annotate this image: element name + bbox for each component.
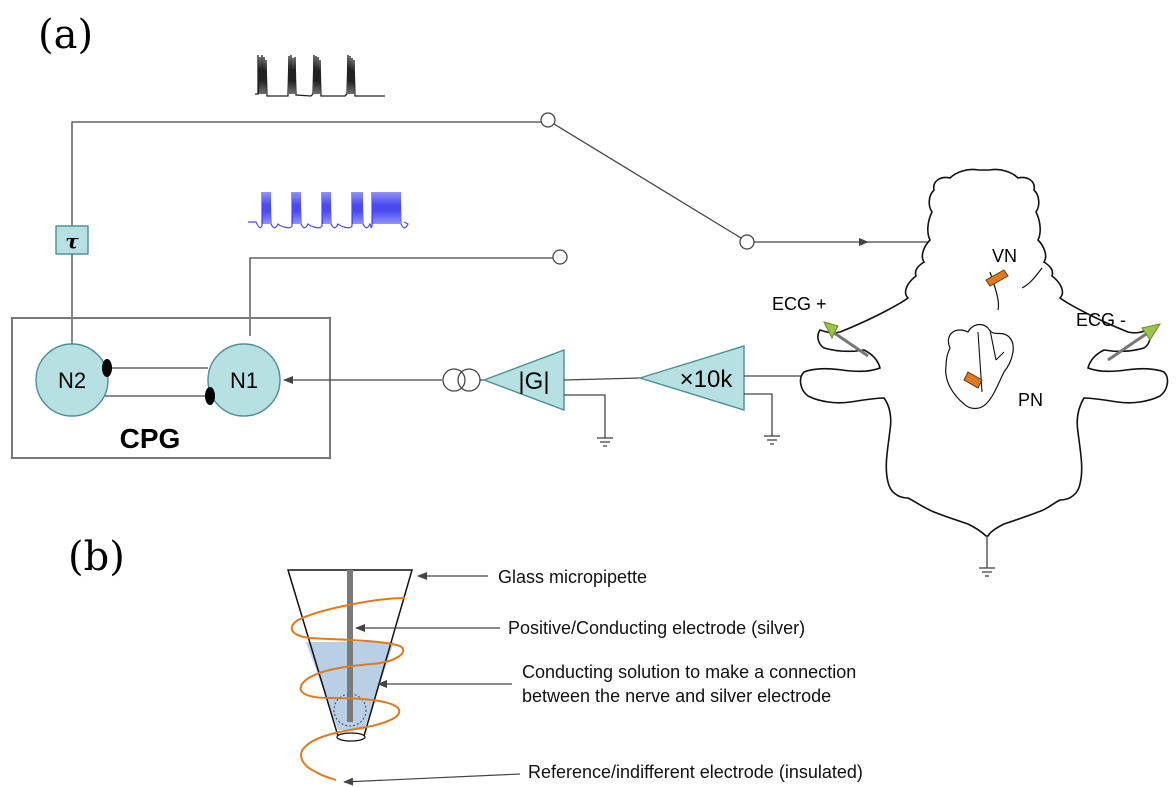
ecg-plus-label: ECG + [772, 294, 827, 314]
ecg-plus-needle [829, 328, 869, 358]
heart-outline [945, 323, 1014, 410]
cpg-label: CPG [120, 423, 181, 454]
switch-contact-bottom[interactable] [552, 249, 568, 265]
inhibitory-synapse-on-n1 [205, 387, 215, 405]
tau-output-wire [71, 121, 542, 226]
n1-output-wire [249, 257, 554, 336]
preamp-ground-wire [744, 393, 773, 436]
right-paw-detail [1021, 267, 1043, 289]
reference-arrow [343, 773, 521, 786]
cpg-box [11, 317, 331, 459]
preamp-to-gain-wire [563, 377, 641, 381]
left-paw-detail [989, 271, 1000, 311]
preamp-ground-icon [764, 435, 780, 445]
preamp-amplifier [637, 345, 745, 411]
neuron-n2[interactable] [35, 343, 109, 417]
vn-label: VN [992, 246, 1017, 266]
gain-ground-icon [597, 437, 613, 447]
gain-ground-wire [564, 394, 606, 438]
switch-contact-top[interactable] [540, 112, 556, 128]
black-spike-trace [255, 54, 385, 97]
switch-lever[interactable] [553, 123, 742, 239]
pn-label: PN [1018, 390, 1043, 410]
preamp-label: ×10k [680, 366, 734, 393]
blue-burst-trace [248, 191, 409, 229]
switch-pivot[interactable] [739, 234, 755, 250]
reference-wire-coil [290, 597, 406, 781]
reference-label: Reference/indifferent electrode (insulat… [528, 762, 863, 782]
pn-electrode-icon [963, 371, 983, 389]
neuron-n1[interactable] [207, 343, 281, 417]
ecg-minus-tip-icon [1141, 323, 1162, 341]
solution-label-line2: between the nerve and silver electrode [522, 686, 831, 706]
ecg-plus-tip-icon [823, 321, 839, 340]
gain-label: |G| [518, 368, 549, 395]
vn-electrode-icon [985, 269, 1009, 287]
nerve-contact-circle [333, 693, 367, 727]
glass-label: Glass micropipette [498, 567, 647, 587]
panel-b-label: (b) [68, 534, 125, 580]
animal-ground-icon [979, 567, 995, 577]
animal-outline [799, 168, 1169, 537]
positive-label: Positive/Conducting electrode (silver) [508, 618, 805, 638]
inhibitory-synapse-on-n2 [102, 359, 112, 377]
ecg-minus-needle [1107, 328, 1153, 362]
pipette-tip-opening [336, 732, 366, 742]
solution-label-line1: Conducting solution to make a connection [522, 662, 856, 682]
panel-a-label: (a) [38, 12, 93, 58]
n2-label: N2 [58, 368, 86, 393]
n1-label: N1 [230, 368, 258, 393]
ecg-minus-label: ECG - [1076, 310, 1126, 330]
tau-label: τ [65, 229, 79, 253]
tau-delay-box [55, 225, 89, 255]
